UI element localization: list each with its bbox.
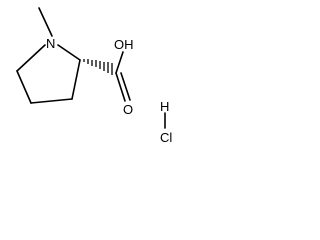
ring-bond-c5-n [16,44,46,72]
chlorine-label: Cl [160,130,172,145]
carboxyl-oh-bond [115,51,124,74]
carbonyl-double-bond-a [115,72,126,102]
hydrogen-label: H [160,99,169,114]
hydroxyl-label: OH [114,37,134,52]
carbonyl-double-bond-b [120,72,131,101]
carbonyl-oxygen-label: O [123,102,133,117]
ring-bond-c2-c3 [71,59,81,100]
ring-bond-n-c2 [57,44,81,61]
ring-bond-c4-c5 [16,70,32,104]
ring-bond-c3-c4 [30,98,73,104]
n-methyl-bond [38,7,53,37]
structure-canvas: N OH O H Cl [0,0,196,151]
molecule-drawing: N OH O H Cl [16,7,172,145]
nitrogen-label: N [46,36,55,51]
stereo-hashed-wedge [83,59,113,75]
